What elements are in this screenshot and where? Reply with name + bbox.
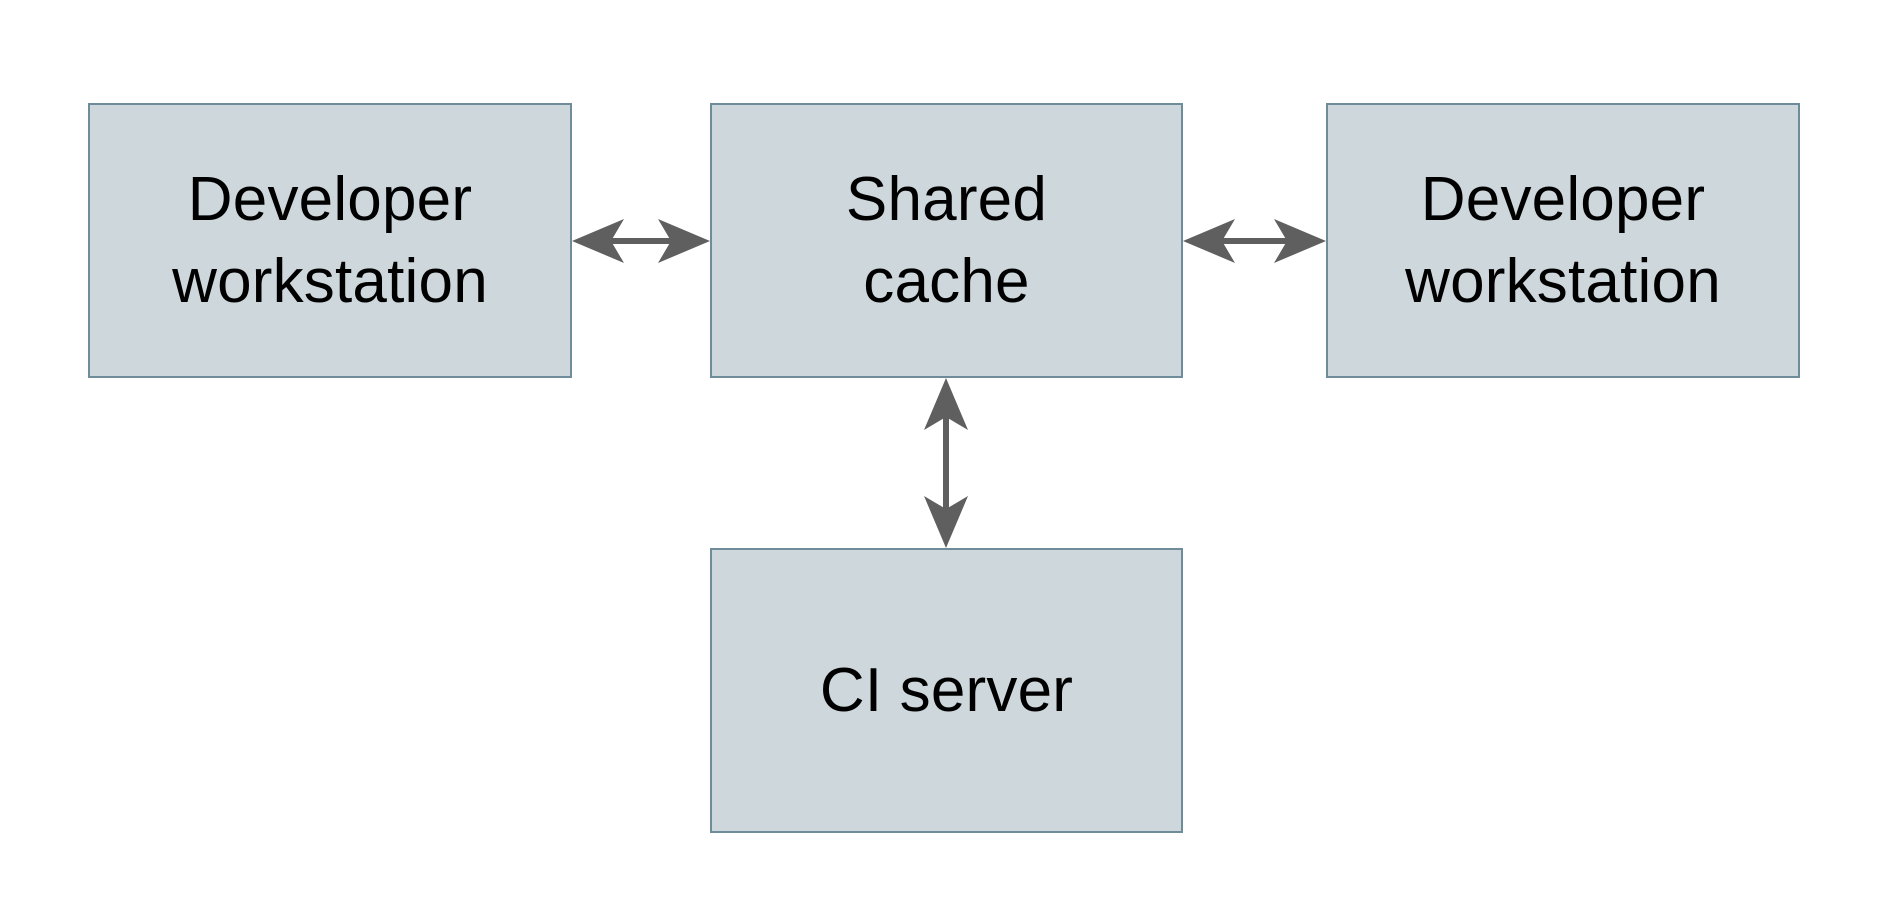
node-label: Developer workstation xyxy=(1405,164,1721,316)
node-developer-workstation-right[interactable]: Developer workstation xyxy=(1326,103,1800,378)
node-label: Shared cache xyxy=(845,164,1048,316)
node-label: Developer workstation xyxy=(172,164,488,316)
edge-shared-ci xyxy=(924,378,968,548)
edge-shared-dev-right xyxy=(1183,219,1326,263)
node-label: CI server xyxy=(819,655,1074,725)
node-shared-cache[interactable]: Shared cache xyxy=(710,103,1183,378)
node-ci-server[interactable]: CI server xyxy=(710,548,1183,833)
edge-dev-left-shared xyxy=(572,219,710,263)
node-developer-workstation-left[interactable]: Developer workstation xyxy=(88,103,572,378)
